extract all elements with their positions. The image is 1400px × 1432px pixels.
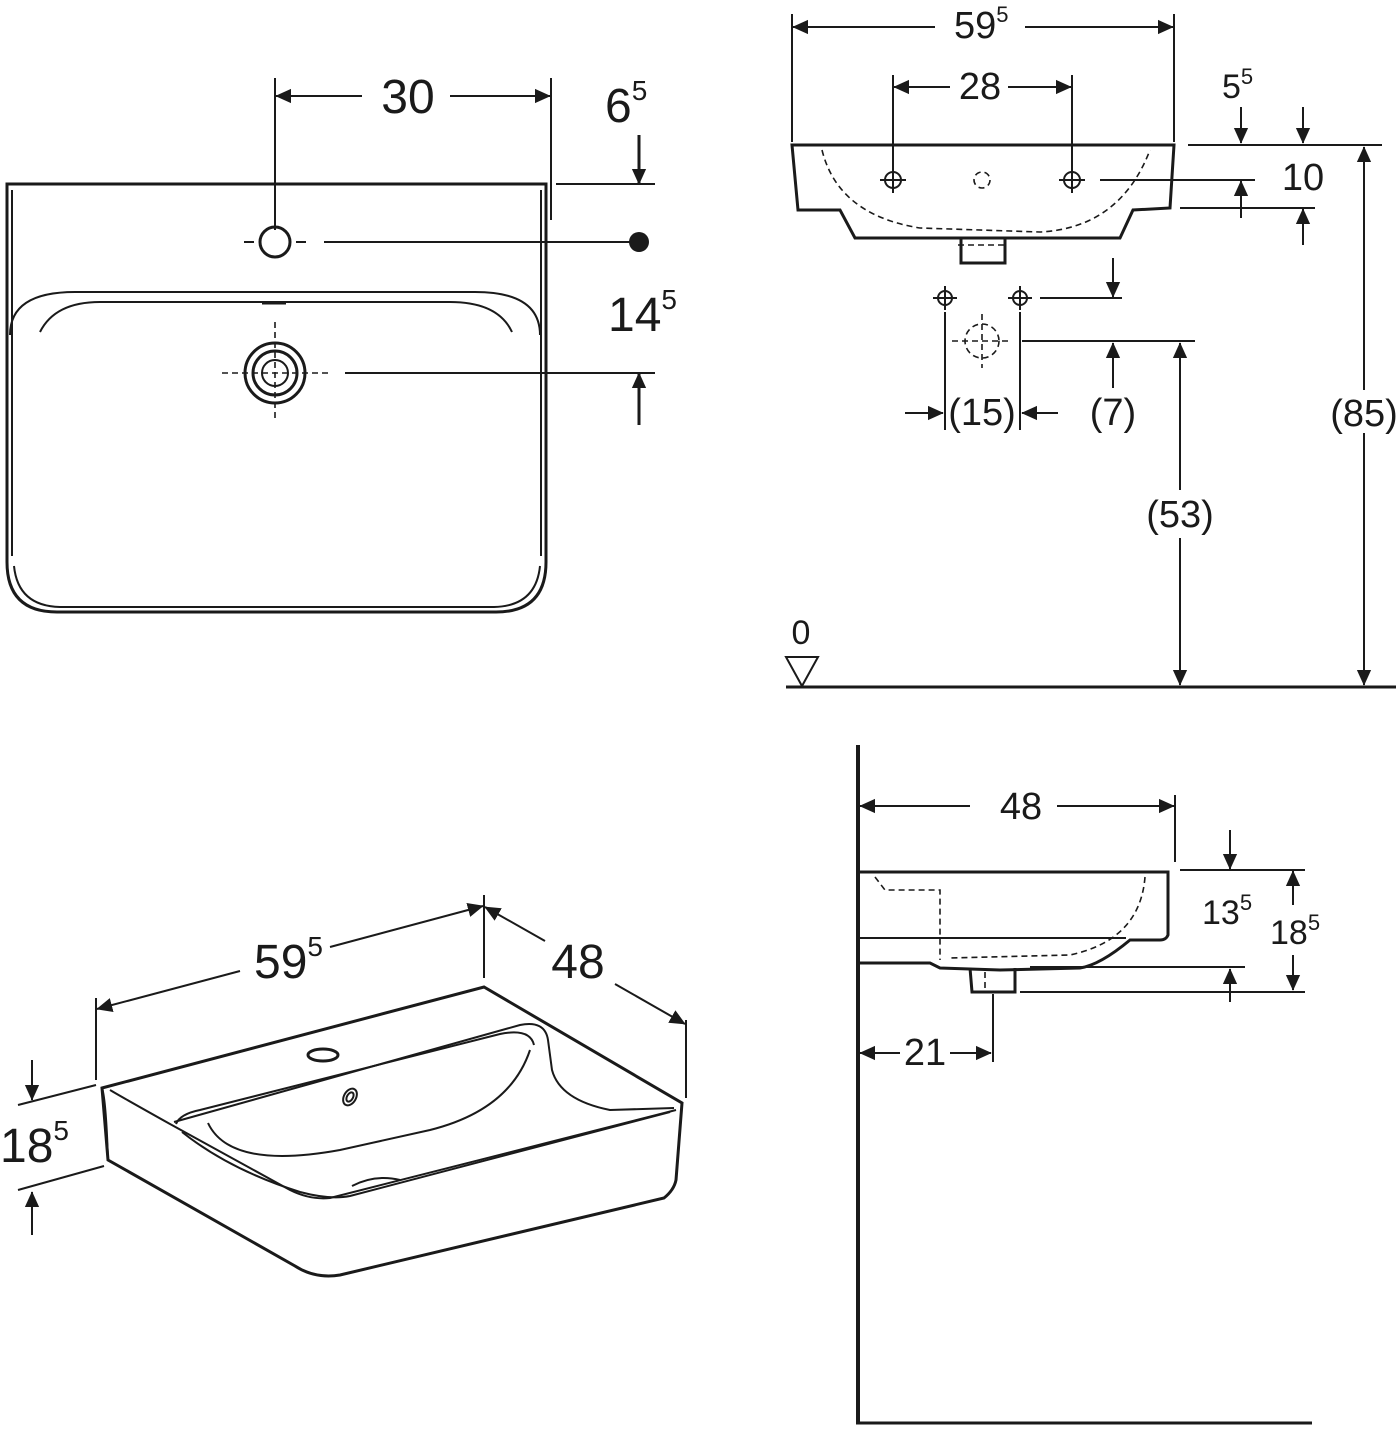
dim-supply-to-drain: (7) (1090, 392, 1136, 434)
front-view: 595 28 55 10 (15) (7) (53) (85) 0 (784, 2, 1398, 689)
dim-rim-floor-height: (85) (1330, 393, 1398, 435)
side-view: 48 135 185 21 (856, 745, 1320, 1425)
dim-top-offset: 55 (1222, 64, 1253, 106)
floor-level-label: 0 (792, 614, 811, 652)
top-view: 30 65 145 (5, 71, 677, 614)
supply-left (933, 286, 957, 310)
reference-dot (629, 232, 649, 252)
iso-view: 595 48 185 (0, 895, 687, 1278)
bowl-iso (207, 1049, 531, 1157)
dim-rim-height: 10 (1282, 157, 1324, 199)
dim-drain-from-wall: 21 (904, 1032, 946, 1074)
dim-fixing-spacing: 28 (959, 66, 1001, 108)
dim-depth-iso: 48 (551, 936, 604, 989)
basin-outline-top (5, 182, 548, 614)
dim-tap-offset: 30 (381, 71, 434, 124)
dim-width-iso: 595 (254, 931, 323, 989)
dim-inner-height-side: 135 (1202, 890, 1252, 932)
dim-depth-side: 48 (1000, 786, 1042, 828)
basin-outline-front (790, 143, 1176, 240)
fixing-hole-right (1059, 167, 1085, 193)
dim-tap-to-drain: 145 (608, 284, 677, 342)
basin-outline-iso (100, 985, 684, 1278)
dim-width-front: 595 (954, 2, 1009, 47)
dim-drain-height: (53) (1146, 494, 1214, 536)
floor-level-symbol (784, 656, 820, 689)
tap-hole-hidden (973, 171, 991, 189)
fixing-hole-left (880, 167, 906, 193)
dim-total-height-side: 185 (1270, 910, 1320, 952)
tap-hole (258, 225, 292, 259)
bowl-outline-top (9, 291, 541, 336)
dim-top-edge: 65 (605, 75, 647, 133)
dim-height-iso: 185 (0, 1115, 69, 1173)
supply-right (1008, 286, 1032, 310)
dim-supply-spacing: (15) (948, 392, 1016, 434)
basin-profile-side (860, 870, 1170, 972)
tap-hole-iso (306, 1047, 340, 1063)
